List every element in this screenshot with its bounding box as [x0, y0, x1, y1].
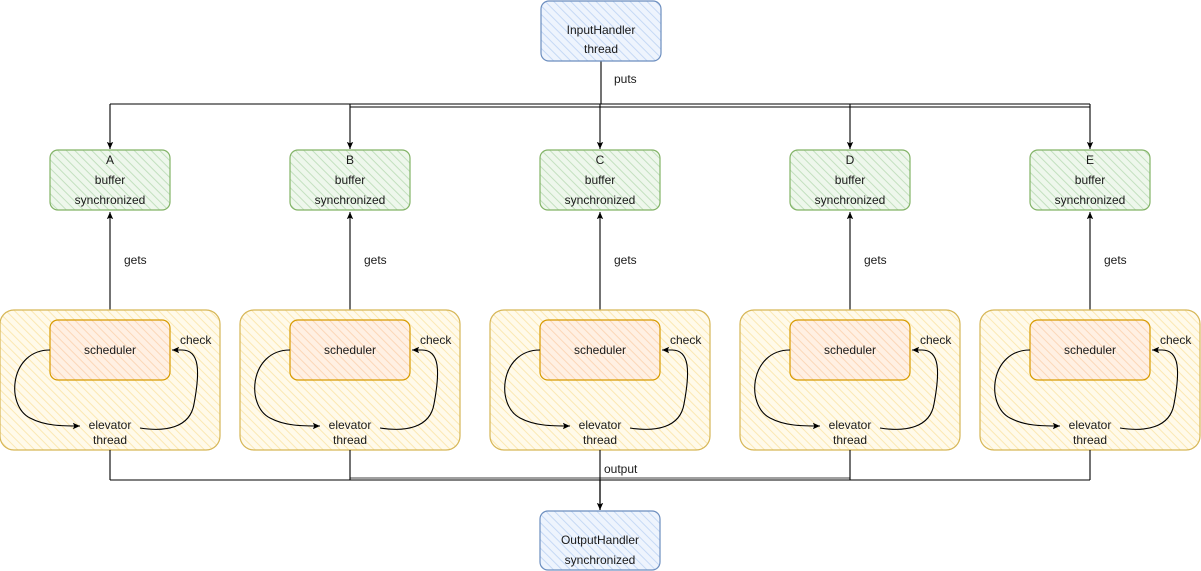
buffer-sync-label: synchronized [315, 193, 386, 207]
dispatch-arrow [994, 349, 1061, 430]
thread-label: thread [583, 433, 617, 447]
check-arrow [379, 346, 439, 430]
puts-label: puts [614, 72, 637, 86]
buffer-type-label: buffer [835, 173, 865, 187]
buffer-sync-label: synchronized [1055, 193, 1126, 207]
elevator-label: elevator [89, 418, 132, 432]
scheduler-label: scheduler [574, 343, 626, 357]
buffer-id-label: D [846, 153, 855, 167]
buffer-type-label: buffer [1075, 173, 1105, 187]
thread-label: thread [833, 433, 867, 447]
elevator-label: elevator [579, 418, 622, 432]
dispatch-arrow [14, 349, 81, 430]
buffer-id-label: C [596, 153, 605, 167]
elevator-label: elevator [829, 418, 872, 432]
output-handler-title: OutputHandler [561, 533, 639, 547]
check-label: check [420, 333, 452, 347]
scheduler-label: scheduler [324, 343, 376, 357]
output-label: output [604, 462, 638, 476]
buffer-sync-label: synchronized [815, 193, 886, 207]
output-handler-node[interactable]: OutputHandler synchronized [539, 510, 661, 571]
buffer-type-label: buffer [335, 173, 365, 187]
thread-label: thread [1073, 433, 1107, 447]
output-connectors [109, 450, 1091, 510]
elevator-label: elevator [329, 418, 372, 432]
gets-label: gets [124, 253, 147, 267]
buffer-id-label: E [1086, 153, 1094, 167]
input-handler-node[interactable]: InputHandler thread [540, 0, 662, 62]
buffer-id-label: B [346, 153, 354, 167]
check-label: check [1160, 333, 1192, 347]
check-label: check [920, 333, 952, 347]
check-arrow [879, 346, 939, 430]
gets-label: gets [364, 253, 387, 267]
buffer-sync-label: synchronized [565, 193, 636, 207]
scheduler-box[interactable]: scheduler [789, 319, 911, 381]
buffer-type-label: buffer [585, 173, 615, 187]
gets-label: gets [864, 253, 887, 267]
thread-label: thread [333, 433, 367, 447]
input-handler-subtitle: thread [584, 42, 618, 56]
gets-label: gets [1104, 253, 1127, 267]
check-label: check [670, 333, 702, 347]
input-handler-title: InputHandler [567, 23, 636, 37]
elevator-label: elevator [1069, 418, 1112, 432]
dispatch-arrow [754, 349, 821, 430]
dispatch-arrow [504, 349, 571, 430]
buffer-type-label: buffer [95, 173, 125, 187]
scheduler-box[interactable]: scheduler [1029, 319, 1151, 381]
scheduler-label: scheduler [824, 343, 876, 357]
check-arrow [139, 346, 199, 430]
buffer-sync-label: synchronized [75, 193, 146, 207]
scheduler-box[interactable]: scheduler [49, 319, 171, 381]
scheduler-box[interactable]: scheduler [289, 319, 411, 381]
dispatch-arrow [254, 349, 321, 430]
output-handler-subtitle: synchronized [565, 553, 636, 567]
puts-connectors [110, 61, 1090, 108]
check-arrow [1119, 346, 1179, 430]
check-arrow [629, 346, 689, 430]
check-label: check [180, 333, 212, 347]
gets-label: gets [614, 253, 637, 267]
buffer-id-label: A [106, 153, 114, 167]
scheduler-label: scheduler [1064, 343, 1116, 357]
thread-label: thread [93, 433, 127, 447]
scheduler-box[interactable]: scheduler [539, 319, 661, 381]
scheduler-label: scheduler [84, 343, 136, 357]
